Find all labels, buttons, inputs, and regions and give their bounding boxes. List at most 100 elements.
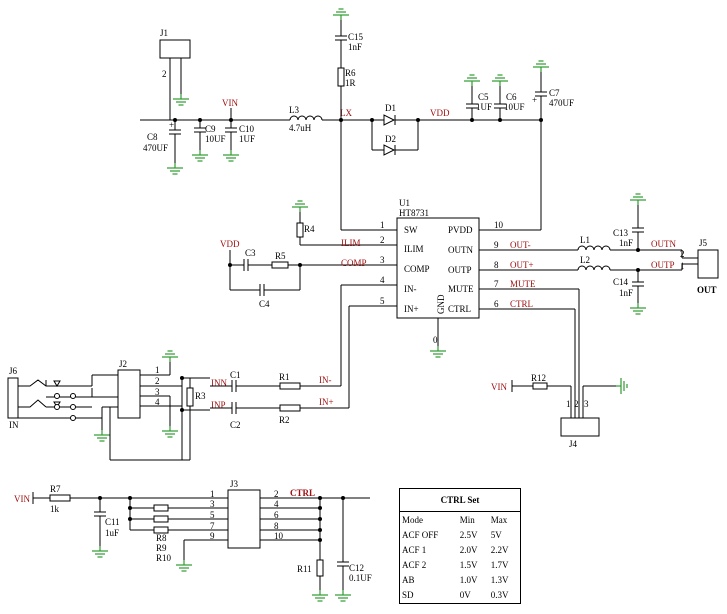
net-ilim: ILIM	[341, 238, 361, 248]
svg-text:+: +	[169, 120, 174, 130]
j3-connector	[227, 489, 261, 549]
u1-pin1-num: 1	[380, 220, 385, 230]
c12-value: 0.1UF	[349, 573, 372, 583]
r9-ref: R9	[156, 543, 167, 553]
c7-value: 470UF	[549, 98, 574, 108]
vdd-label-top: VDD	[430, 108, 450, 118]
r3-ref: R3	[195, 391, 206, 401]
svg-text:+: +	[532, 95, 537, 105]
net-outp-right: OUTP	[651, 260, 675, 270]
j1-ref: J1	[160, 28, 168, 38]
r6-value: 1R	[345, 78, 356, 88]
u1-pin4-name: IN-	[404, 284, 417, 294]
table-cell: ACF 2	[402, 560, 427, 571]
vdd-label-mid: VDD	[220, 239, 240, 249]
j2-pin4: 4	[155, 397, 160, 407]
j4-pin2: 2	[574, 399, 579, 409]
u1-chip	[396, 217, 480, 319]
net-in-plus: IN+	[319, 397, 334, 407]
table-row: AB 1.0V 1.3V	[400, 573, 521, 588]
c8-ref: C8	[147, 132, 158, 142]
l2-ref: L2	[580, 255, 590, 265]
ctrl-table-header: Min	[459, 514, 475, 525]
u1-pin6-name: CTRL	[448, 304, 471, 314]
ctrl-table-header: Max	[490, 514, 508, 525]
table-cell: 1.7V	[490, 560, 509, 571]
c9-value: 10UF	[205, 134, 226, 144]
l1-ref: L1	[580, 235, 590, 245]
j3-pin6: 6	[274, 510, 279, 520]
r4-ref: R4	[304, 224, 315, 234]
u1-pin1-name: SW	[404, 225, 418, 235]
c6-value: 10UF	[504, 102, 525, 112]
c15-value: 1nF	[348, 42, 362, 52]
ctrl-set-table: CTRL Set Mode Min Max ACF OFF 2.5V 5V AC…	[399, 488, 521, 604]
c9-ref: C9	[205, 124, 216, 134]
j5-pin2: 2	[680, 249, 685, 259]
u1-pin3-num: 3	[380, 255, 385, 265]
u1-pin5-name: IN+	[404, 304, 419, 314]
j3-pin2: 2	[274, 489, 279, 499]
r11-ref: R11	[297, 564, 312, 574]
j2-ref: J2	[119, 359, 127, 369]
vin-label-bottom: VIN	[14, 494, 30, 504]
lx-label: LX	[340, 108, 352, 118]
c3-ref: C3	[245, 248, 256, 258]
u1-pin8-num: 8	[494, 260, 499, 270]
ctrl-table-title: CTRL Set	[399, 488, 521, 513]
table-row: SD 0V 0.3V	[400, 588, 521, 604]
u1-part: HT8731	[399, 208, 429, 218]
j3-pin1: 1	[210, 489, 215, 499]
j2-connector	[117, 369, 141, 419]
l3-inductor	[289, 115, 323, 121]
vin-label-top: VIN	[222, 98, 238, 108]
j3-ref: J3	[230, 479, 239, 489]
c5-ref: C5	[478, 92, 489, 102]
c4-ref: C4	[259, 299, 270, 309]
table-cell: 5V	[490, 529, 502, 540]
net-outp: OUT+	[510, 260, 534, 270]
j5-label: OUT	[697, 285, 717, 295]
c2-ref: C2	[230, 420, 241, 430]
j3-pin10: 10	[274, 531, 284, 541]
c14-value: 1nF	[619, 288, 633, 298]
u1-pin7-name: MUTE	[448, 284, 474, 294]
table-row: ACF 1 2.0V 2.2V	[400, 542, 521, 557]
j6-label: IN	[9, 420, 19, 430]
c13-ref: C13	[613, 228, 629, 238]
net-inn: INN	[211, 378, 227, 388]
r2-ref: R2	[279, 415, 290, 425]
r7-ref: R7	[50, 484, 61, 494]
j1-pin2: 2	[162, 69, 167, 79]
r8-ref: R8	[156, 533, 167, 543]
c10-value: 1UF	[239, 134, 255, 144]
r6-ref: R6	[345, 68, 356, 78]
j3-pin7: 7	[210, 521, 215, 531]
c11-value: 1uF	[105, 528, 119, 538]
net-mute: MUTE	[510, 279, 536, 289]
table-cell: 1.3V	[490, 575, 509, 586]
r7-value: 1k	[50, 504, 60, 514]
j3-pin8: 8	[274, 521, 279, 531]
net-comp: COMP	[341, 258, 367, 268]
gnd-zero-label: 0	[433, 335, 438, 345]
c10-ref: C10	[239, 124, 255, 134]
u1-pin7-num: 7	[494, 279, 499, 289]
r12-ref: R12	[531, 373, 546, 383]
j5-ref: J5	[699, 238, 708, 248]
table-cell: 2.0V	[459, 545, 478, 555]
table-cell: ACF 1	[402, 545, 427, 555]
u1-pin8-name: OUTP	[448, 265, 472, 275]
j3-pin4: 4	[274, 499, 279, 509]
u1-pin9-num: 9	[494, 240, 499, 250]
c8-value: 470UF	[143, 143, 168, 153]
table-cell: 1.5V	[459, 560, 478, 571]
d1-ref: D1	[385, 103, 396, 113]
u1-pin5-num: 5	[380, 296, 385, 306]
j4-pin3: 3	[584, 399, 589, 409]
j5-pin1: 1	[680, 261, 685, 271]
table-cell: 0V	[459, 590, 471, 601]
c13-value: 1nF	[619, 238, 633, 248]
u1-ref: U1	[399, 198, 410, 208]
